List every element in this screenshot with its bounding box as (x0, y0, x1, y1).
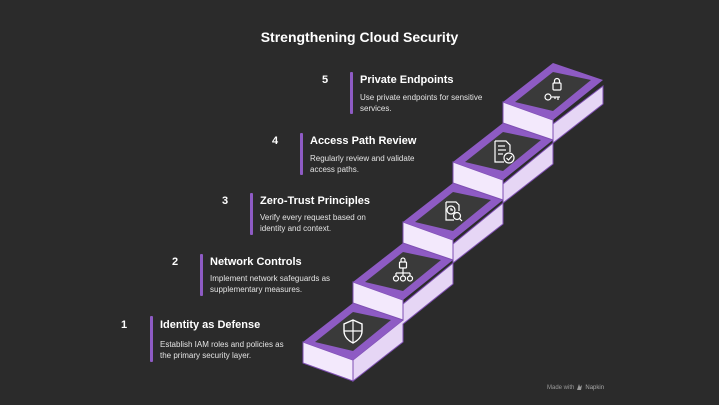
step-title: Access Path Review (310, 135, 417, 147)
page-title: Strengthening Cloud Security (260, 29, 459, 45)
clock-search-icon (445, 201, 463, 222)
step-title: Network Controls (210, 256, 302, 268)
napkin-logo-icon (577, 384, 583, 392)
step-number: 1 (121, 319, 128, 331)
watermark-prefix: Made with (547, 385, 575, 391)
step-block-1 (302, 303, 403, 382)
step-title: Zero-Trust Principles (260, 195, 371, 207)
step-number: 2 (172, 256, 179, 268)
step-accent-bar (350, 72, 353, 114)
step-number: 3 (222, 195, 229, 207)
lock-key-icon (544, 77, 562, 101)
step-accent-bar (300, 133, 303, 175)
step-block-3 (402, 183, 503, 261)
step-title: Private Endpoints (360, 74, 454, 86)
step-title: Identity as Defense (160, 319, 261, 331)
step-block-2 (352, 243, 453, 321)
document-check-icon (494, 140, 515, 164)
network-lock-icon (392, 257, 414, 282)
step-number: 4 (272, 135, 279, 147)
watermark: Made with Napkin (547, 384, 604, 392)
watermark-brand: Napkin (585, 385, 605, 391)
step-block-5 (502, 63, 603, 141)
step-accent-bar (200, 254, 203, 296)
step-accent-bar (150, 316, 153, 362)
step-accent-bar (250, 193, 253, 235)
step-number: 5 (322, 74, 329, 86)
shield-icon (343, 319, 363, 344)
step-block-4 (452, 123, 553, 201)
